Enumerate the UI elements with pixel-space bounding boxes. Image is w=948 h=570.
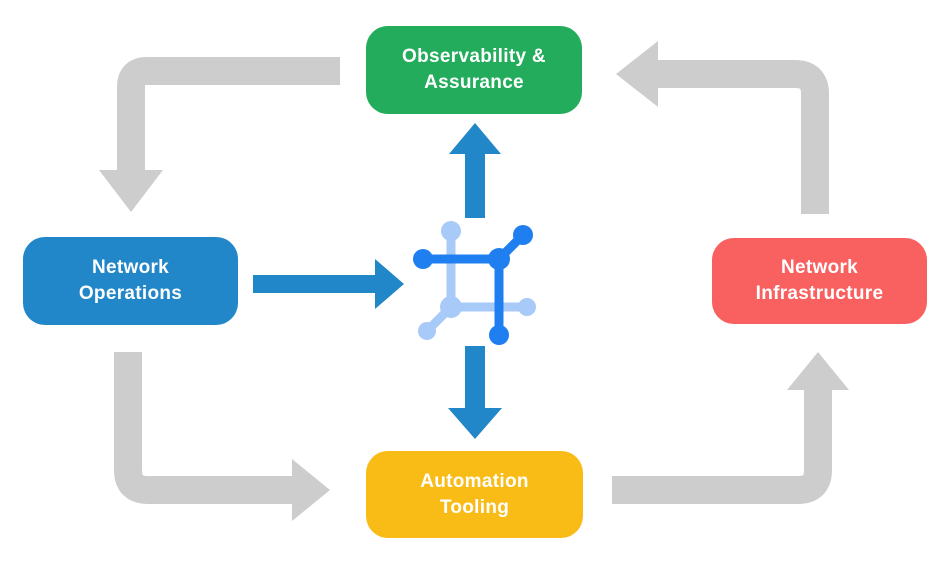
arrow-shaft <box>465 346 485 410</box>
icon-node <box>513 225 533 245</box>
arrow-shaft <box>465 152 485 218</box>
cycle-arrow-operations-to-tooling <box>114 352 330 521</box>
network-icon-dark-nodes <box>413 225 533 345</box>
node-label-line: Infrastructure <box>755 283 884 304</box>
arrow-head-left-icon <box>616 41 658 107</box>
cycle-arrow-infrastructure-to-observability <box>616 41 829 214</box>
node-label-line: Automation <box>420 470 529 492</box>
icon-junction <box>440 296 462 318</box>
node-network-infrastructure: Network Infrastructure <box>712 238 927 324</box>
arrow-head-right-icon <box>375 259 404 309</box>
node-label-line: Network <box>780 257 859 278</box>
arrow-shaft <box>117 57 340 174</box>
cycle-arrow-tooling-to-infrastructure <box>612 352 849 504</box>
node-automation-tooling: Automation Tooling <box>366 451 583 538</box>
node-observability-assurance: Observability & Assurance <box>366 26 582 114</box>
cycle-arrow-observability-to-operations <box>99 57 340 212</box>
arrow-shaft <box>612 390 832 504</box>
node-label-line: Tooling <box>439 496 510 518</box>
arrow-shaft <box>253 275 377 293</box>
node-label-line: Network <box>91 257 170 278</box>
flow-arrow-operations-to-center <box>253 259 404 309</box>
arrow-shaft <box>114 352 292 504</box>
icon-junction <box>488 248 510 270</box>
node-label-line: Assurance <box>424 72 524 93</box>
arrow-head-down-icon <box>99 170 163 212</box>
arrow-shaft <box>658 60 829 214</box>
flow-arrow-center-to-tooling <box>448 346 502 439</box>
node-label-line: Operations <box>78 283 183 304</box>
icon-node <box>441 221 461 241</box>
icon-node <box>518 298 536 316</box>
arrow-head-up-icon <box>449 123 501 154</box>
icon-node <box>489 325 509 345</box>
flow-arrow-center-to-observability <box>449 123 501 218</box>
icon-node <box>418 322 436 340</box>
icon-node <box>413 249 433 269</box>
arrow-head-down-icon <box>448 408 502 439</box>
network-icon-light-nodes <box>418 221 536 340</box>
arrow-head-right-icon <box>292 459 330 521</box>
node-network-operations: Network Operations <box>23 237 238 325</box>
network-node-icon <box>413 221 536 345</box>
node-label-line: Observability & <box>402 46 546 67</box>
arrow-head-up-icon <box>787 352 849 390</box>
